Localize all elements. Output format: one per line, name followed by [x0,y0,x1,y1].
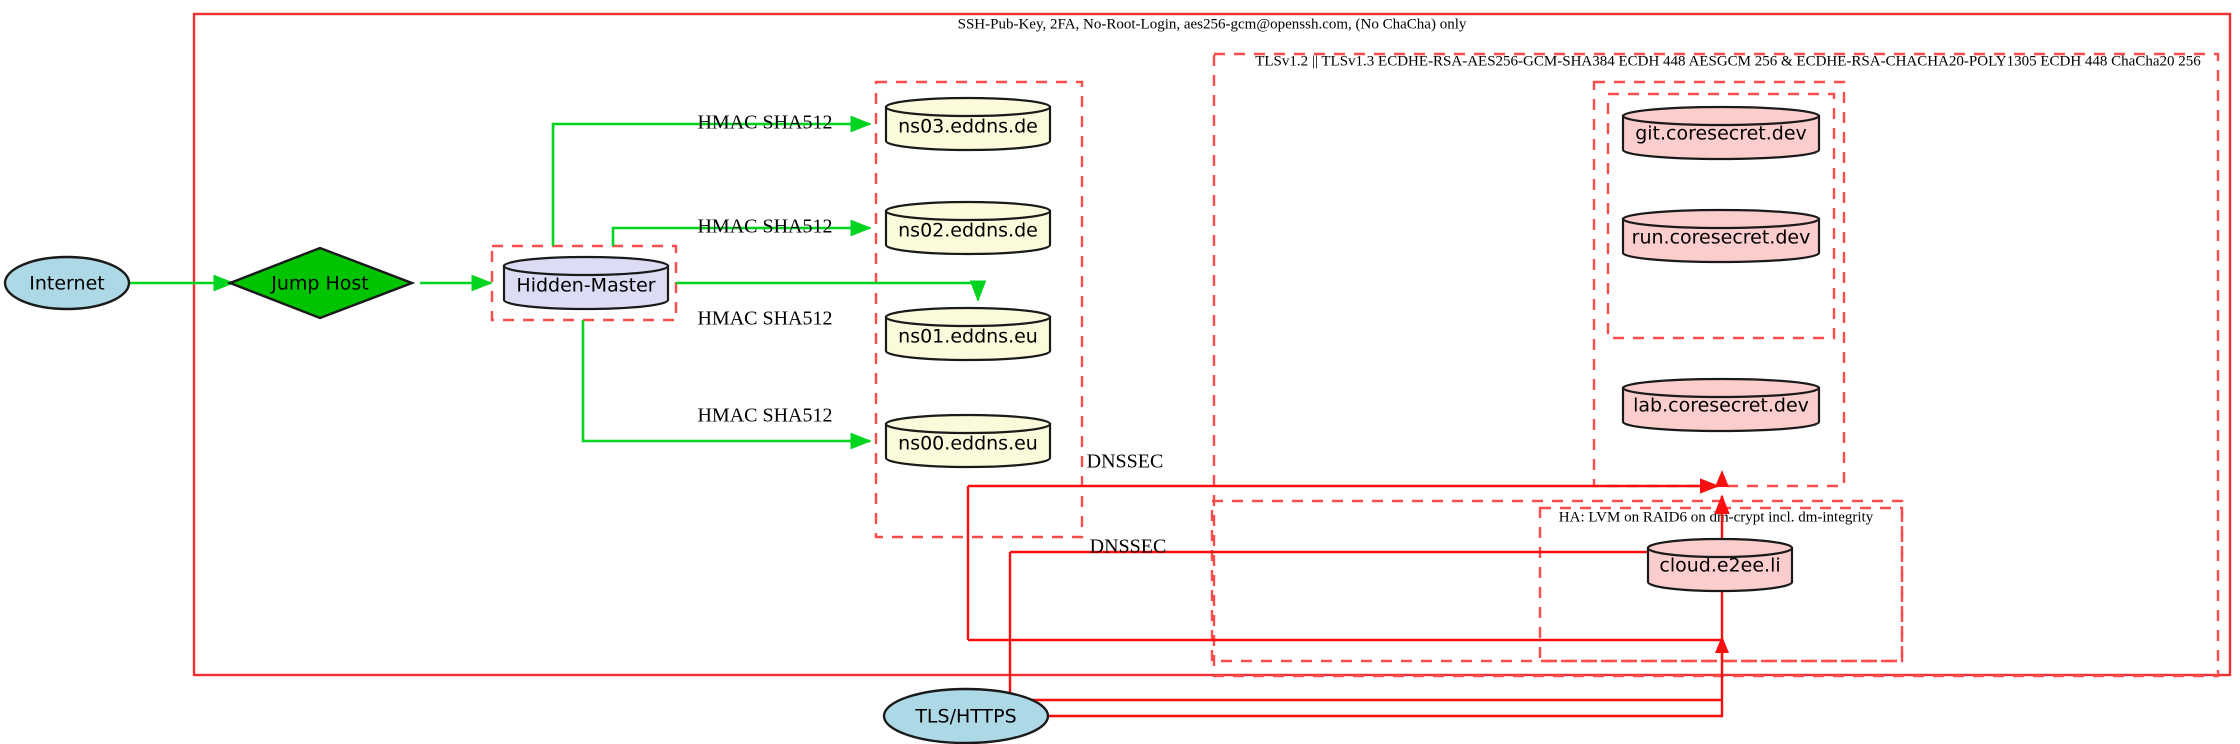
node-ns00[interactable]: ns00.eddns.eu [884,413,1052,469]
edge-label-hmac-2: HMAC SHA512 [697,216,832,238]
edge-label-hmac-4: HMAC SHA512 [697,405,832,427]
node-lab-coresecret-label: lab.coresecret.dev [1633,395,1809,417]
node-hidden-master[interactable]: Hidden-Master [502,255,670,311]
edge-tlshttps-run [1048,700,1724,718]
node-ns00-label: ns00.eddns.eu [898,433,1038,455]
edge-hiddenmaster-to-ns00 [581,320,872,450]
arrowhead-up-coresecret [1715,470,1729,487]
cluster-ssh-zone-label: SSH-Pub-Key, 2FA, No-Root-Login, aes256-… [958,16,1467,32]
edge-label-dnssec-2: DNSSEC [1090,536,1167,558]
node-internet-label: Internet [29,273,104,295]
node-ns03[interactable]: ns03.eddns.de [884,96,1052,152]
node-ns01[interactable]: ns01.eddns.eu [884,306,1052,362]
node-ns02-label: ns02.eddns.de [898,220,1038,242]
node-git-coresecret-label: git.coresecret.dev [1635,123,1807,145]
node-git-coresecret[interactable]: git.coresecret.dev [1621,105,1821,161]
cluster-coresecret-zone [1592,80,1846,488]
edge-label-dnssec-1: DNSSEC [1087,451,1164,473]
cluster-ha-zone-label: HA: LVM on RAID6 on dm-crypt incl. dm-in… [1559,509,1874,525]
edge-hiddenmaster-to-ns03 [551,115,872,246]
node-run-coresecret[interactable]: run.coresecret.dev [1621,208,1821,264]
cluster-tls-zone-label: TLSv1.2 || TLSv1.3 ECDHE-RSA-AES256-GCM-… [1255,53,2201,69]
edge-hiddenmaster-to-ns02 [611,219,872,246]
node-jump-host-label: Jump Host [270,273,369,295]
node-lab-coresecret[interactable]: lab.coresecret.dev [1621,377,1821,433]
edge-hiddenmaster-to-ns01 [676,280,987,302]
cluster-coresecret-inner-zone [1606,92,1836,340]
cluster-tls-zone [1212,52,2220,678]
cluster-ha-zone [1210,499,1904,663]
node-cloud-e2ee-label: cloud.e2ee.li [1659,555,1780,577]
node-tls-https-label: TLS/HTTPS [914,706,1016,728]
node-hidden-master-label: Hidden-Master [516,275,655,297]
edge-label-hmac-1: HMAC SHA512 [697,112,832,134]
node-internet[interactable]: Internet [3,255,131,311]
arrowhead-up-cloud [1715,636,1729,653]
cluster-dns-zone [874,80,1084,539]
edge-label-hmac-3: HMAC SHA512 [697,308,832,330]
node-ns02[interactable]: ns02.eddns.de [884,200,1052,256]
node-ns03-label: ns03.eddns.de [898,116,1038,138]
node-run-coresecret-label: run.coresecret.dev [1632,227,1811,249]
cluster-ssh-zone [192,12,2232,677]
node-tls-https[interactable]: TLS/HTTPS [882,687,1050,744]
node-ns01-label: ns01.eddns.eu [898,326,1038,348]
node-jump-host[interactable]: Jump Host [226,246,416,320]
node-cloud-e2ee[interactable]: cloud.e2ee.li [1646,537,1794,593]
